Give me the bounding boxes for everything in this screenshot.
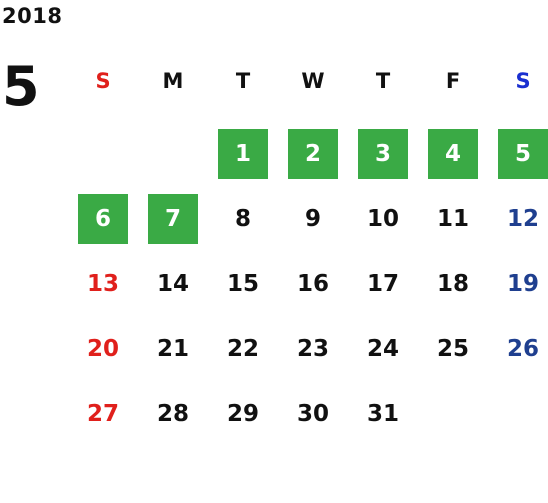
- calendar-date[interactable]: 22: [226, 335, 259, 362]
- day-cell: 7: [138, 186, 208, 251]
- calendar-date[interactable]: 28: [156, 400, 189, 427]
- holiday-date[interactable]: 1: [218, 128, 268, 179]
- day-cell: 24: [348, 316, 418, 381]
- holiday-date[interactable]: 2: [288, 128, 338, 179]
- day-cell: 26: [488, 316, 548, 381]
- calendar-date[interactable]: 26: [506, 335, 539, 362]
- calendar-date[interactable]: 29: [226, 400, 259, 427]
- day-cell: 22: [208, 316, 278, 381]
- day-cell: 2: [278, 121, 348, 186]
- day-cell: 15: [208, 251, 278, 316]
- holiday-date[interactable]: 3: [358, 128, 408, 179]
- calendar-date[interactable]: 8: [234, 205, 251, 232]
- day-cell: 28: [138, 381, 208, 446]
- day-cell: 10: [348, 186, 418, 251]
- day-cell: [68, 121, 138, 186]
- calendar-date[interactable]: 9: [304, 205, 321, 232]
- day-cell: 1: [208, 121, 278, 186]
- day-cell: 8: [208, 186, 278, 251]
- day-cell: 14: [138, 251, 208, 316]
- day-cell: [138, 121, 208, 186]
- calendar-date[interactable]: 12: [506, 205, 539, 232]
- calendar-date[interactable]: 30: [296, 400, 329, 427]
- weekday-header-fri: F: [445, 69, 461, 93]
- calendar-date[interactable]: 14: [156, 270, 189, 297]
- weekday-header-sat: S: [515, 69, 531, 93]
- day-cell: 27: [68, 381, 138, 446]
- day-cell: 13: [68, 251, 138, 316]
- calendar-date[interactable]: 19: [506, 270, 539, 297]
- day-cell: 29: [208, 381, 278, 446]
- weekday-header-wed: W: [301, 69, 325, 93]
- calendar-date[interactable]: 20: [86, 335, 119, 362]
- day-cell: 18: [418, 251, 488, 316]
- day-cell: 6: [68, 186, 138, 251]
- calendar-date[interactable]: 31: [366, 400, 399, 427]
- holiday-date[interactable]: 4: [428, 128, 478, 179]
- day-cell: [418, 381, 488, 446]
- day-cell: 19: [488, 251, 548, 316]
- calendar-date[interactable]: 24: [366, 335, 399, 362]
- month-number: 5: [2, 55, 40, 118]
- day-cell: 4: [418, 121, 488, 186]
- day-cell: 12: [488, 186, 548, 251]
- day-cell: 11: [418, 186, 488, 251]
- holiday-date[interactable]: 6: [78, 193, 128, 244]
- calendar-date[interactable]: 18: [436, 270, 469, 297]
- weekday-header-thu: T: [375, 69, 391, 93]
- day-cell: 5: [488, 121, 548, 186]
- day-cell: 9: [278, 186, 348, 251]
- day-cell: 30: [278, 381, 348, 446]
- day-cell: 16: [278, 251, 348, 316]
- weekday-header-sun: S: [95, 69, 111, 93]
- calendar-date[interactable]: 11: [436, 205, 469, 232]
- day-cell: 3: [348, 121, 418, 186]
- day-cell: 25: [418, 316, 488, 381]
- calendar-date[interactable]: 10: [366, 205, 399, 232]
- calendar-date[interactable]: 21: [156, 335, 189, 362]
- day-cell: 23: [278, 316, 348, 381]
- calendar-date[interactable]: 23: [296, 335, 329, 362]
- day-cell: 31: [348, 381, 418, 446]
- weekday-header-mon: M: [162, 69, 184, 93]
- day-cell: 21: [138, 316, 208, 381]
- holiday-date[interactable]: 7: [148, 193, 198, 244]
- weekday-header-tue: T: [235, 69, 251, 93]
- day-cell: 20: [68, 316, 138, 381]
- calendar-date[interactable]: 16: [296, 270, 329, 297]
- holiday-date[interactable]: 5: [498, 128, 548, 179]
- calendar-date[interactable]: 27: [86, 400, 119, 427]
- calendar-date[interactable]: 17: [366, 270, 399, 297]
- calendar-date[interactable]: 13: [86, 270, 119, 297]
- calendar-date[interactable]: 25: [436, 335, 469, 362]
- day-cell: 17: [348, 251, 418, 316]
- calendar-date[interactable]: 15: [226, 270, 259, 297]
- year-label: 2018: [2, 4, 63, 28]
- day-cell: [488, 381, 548, 446]
